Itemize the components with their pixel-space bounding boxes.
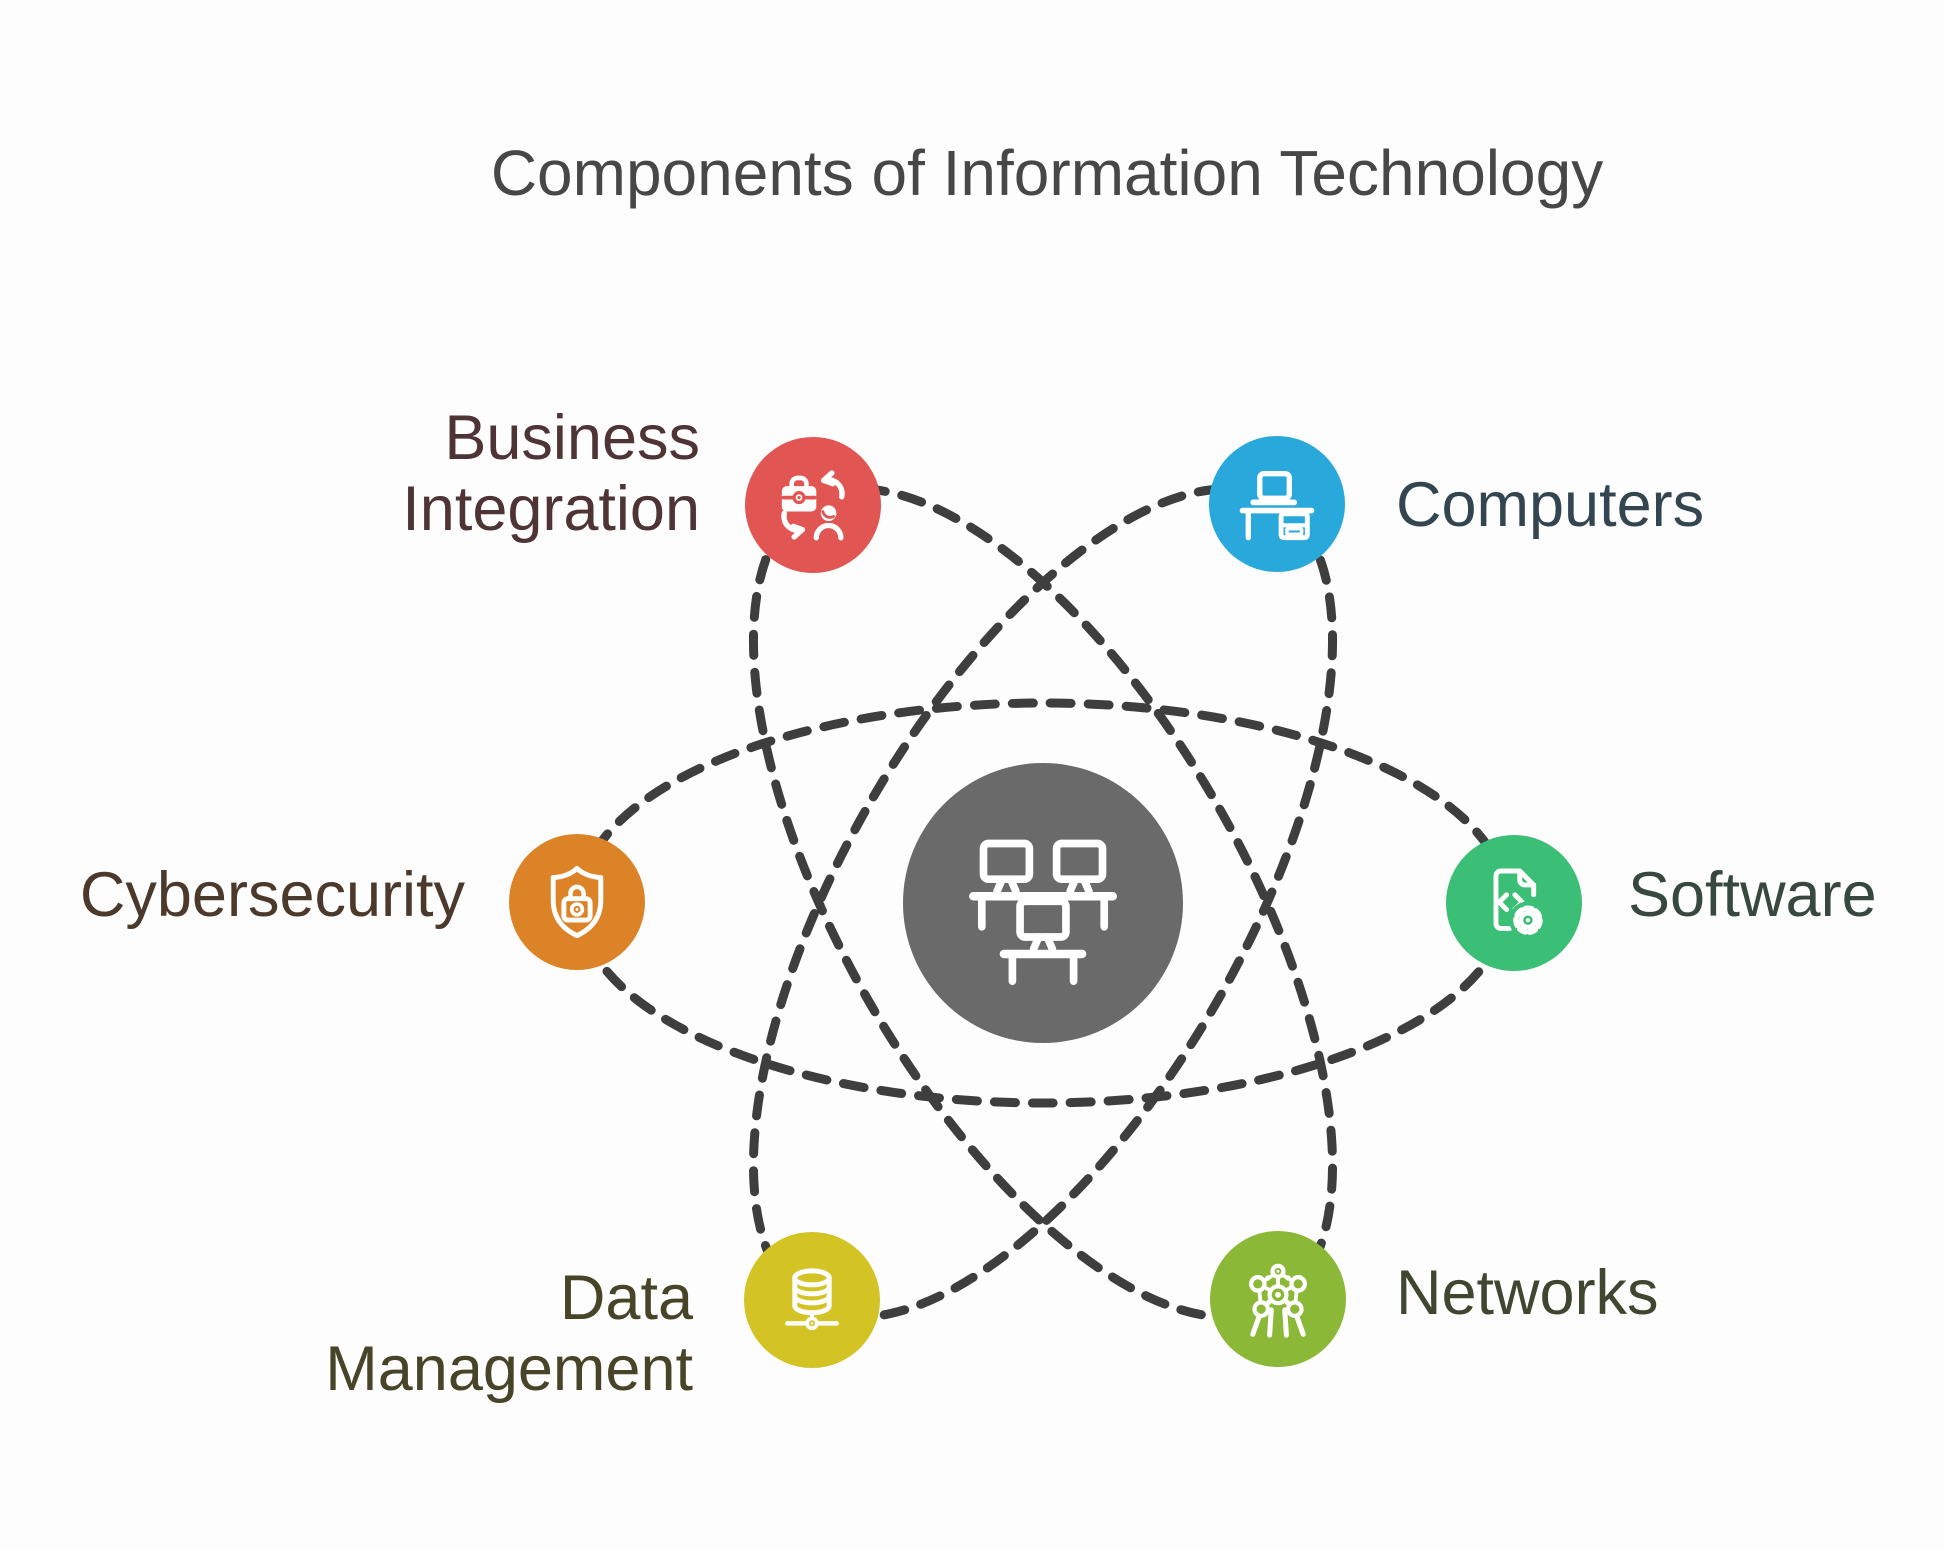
label-computers: Computers bbox=[1396, 470, 1704, 541]
computer-workstations-icon bbox=[969, 839, 1117, 986]
network-structure-icon bbox=[1249, 1263, 1307, 1338]
database-share-icon bbox=[785, 1268, 839, 1331]
node-networks bbox=[1210, 1231, 1346, 1367]
label-line: Computers bbox=[1396, 470, 1705, 540]
computer-desk-icon bbox=[1239, 470, 1315, 541]
label-line: Management bbox=[325, 1334, 693, 1404]
briefcase-person-exchange-icon bbox=[781, 470, 845, 541]
node-cybersecurity bbox=[509, 834, 645, 970]
label-data-management: Data Management bbox=[325, 1263, 693, 1405]
page-title: Components of Information Technology bbox=[490, 137, 1604, 209]
label-business-integration: Business Integration bbox=[402, 403, 700, 545]
hub-circle bbox=[903, 763, 1183, 1043]
node-business-integration bbox=[745, 437, 881, 573]
label-line: Data bbox=[559, 1263, 693, 1333]
node-software bbox=[1446, 835, 1582, 971]
label-line: Cybersecurity bbox=[79, 860, 465, 930]
node-data-management bbox=[744, 1232, 880, 1368]
label-line: Business bbox=[444, 403, 700, 473]
node-computers bbox=[1209, 436, 1345, 572]
label-software: Software bbox=[1628, 860, 1877, 931]
label-line: Networks bbox=[1396, 1258, 1659, 1328]
code-document-gear-icon bbox=[1493, 868, 1547, 940]
label-line: Software bbox=[1628, 860, 1877, 930]
label-cybersecurity: Cybersecurity bbox=[80, 860, 465, 931]
shield-lock-icon bbox=[550, 865, 604, 939]
label-networks: Networks bbox=[1396, 1258, 1659, 1329]
label-line: Integration bbox=[402, 474, 700, 544]
